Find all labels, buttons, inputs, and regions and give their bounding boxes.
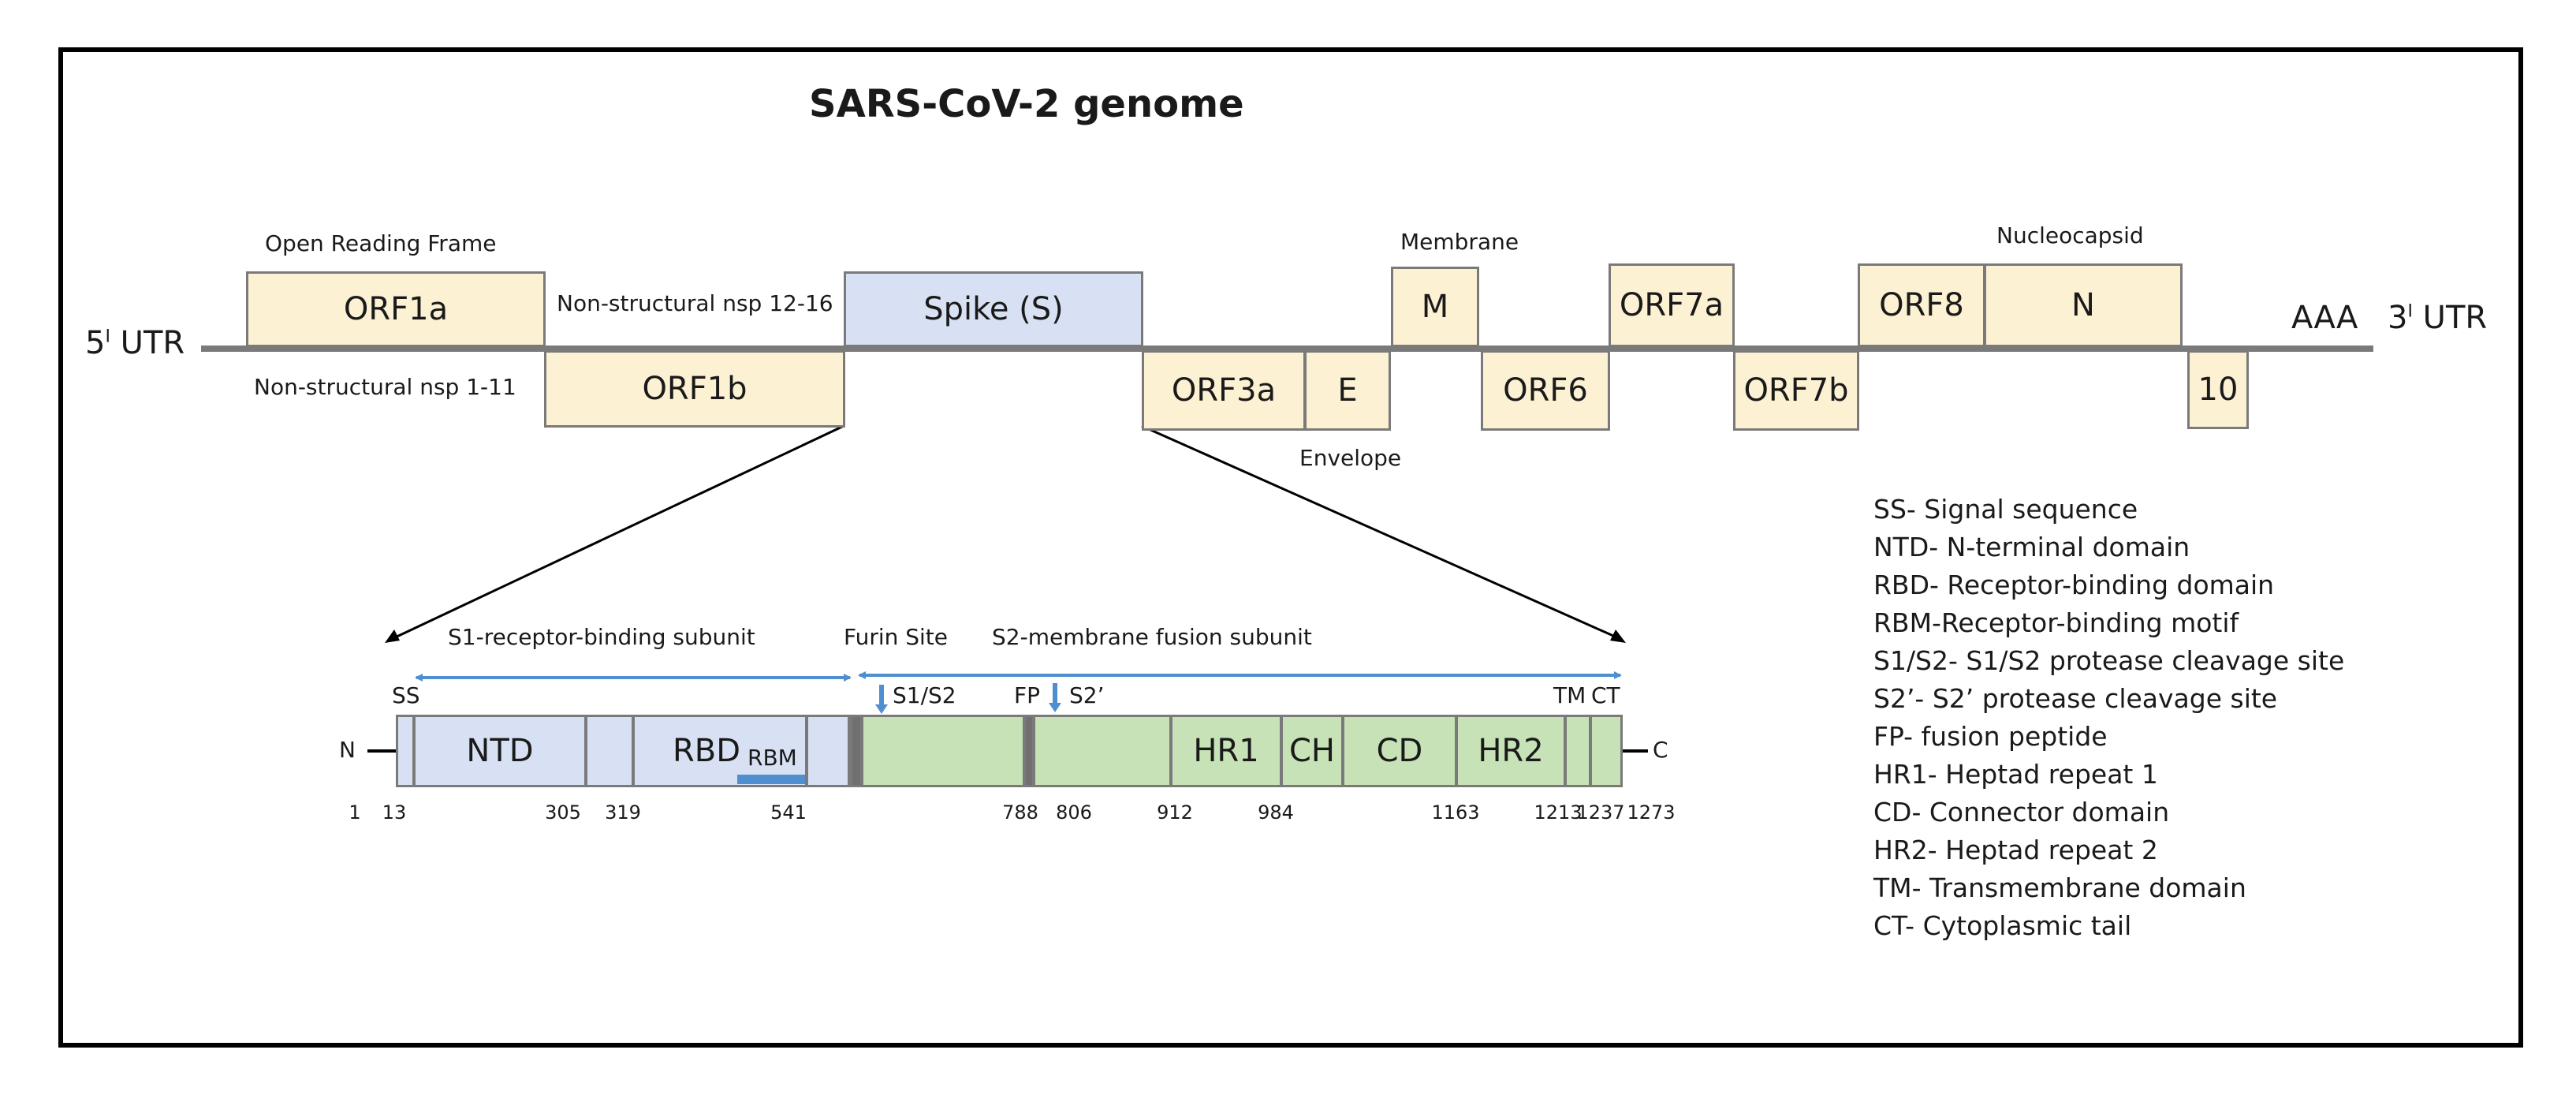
orf3a-box: ORF3a [1142,350,1306,431]
linker-domain [585,715,634,787]
membrane-label: Membrane [1400,229,1519,255]
envelope-label: Envelope [1299,445,1402,471]
position-912: 912 [1157,801,1193,824]
position-788: 788 [1002,801,1038,824]
tm-label: TM [1553,682,1586,708]
nsp-1-11-label: Non-structural nsp 1-11 [254,374,516,400]
ss-label: SS [392,682,420,708]
ch-domain: CH [1281,715,1344,787]
s2-mid-domain [1033,715,1172,787]
legend-item: TM- Transmembrane domain [1873,872,2246,903]
orf1a-box: ORF1a [246,271,546,347]
orf7b-box: ORF7b [1733,350,1859,431]
rbm-label: RBM [747,745,797,771]
hr2-domain: HR2 [1456,715,1566,787]
orf10-box: 10 [2187,350,2249,429]
position-1273: 1273 [1627,801,1676,824]
zoom-arrow-right [1610,629,1626,643]
position-1: 1 [349,801,361,824]
hr1-domain: HR1 [1170,715,1282,787]
position-1213: 1213 [1534,801,1583,824]
legend-item: RBM-Receptor-binding motif [1873,607,2239,638]
legend-item: CD- Connector domain [1873,797,2170,827]
ntd-domain: NTD [413,715,587,787]
fp-label: FP [1014,682,1040,708]
open-reading-frame-label: Open Reading Frame [265,230,497,256]
e-box: E [1304,350,1391,431]
c-terminus-label: C [1653,737,1668,763]
m-box: M [1391,267,1479,347]
zoom-line-left [391,424,844,641]
ct-domain [1590,715,1623,787]
legend-item: HR2- Heptad repeat 2 [1873,835,2158,865]
position-13: 13 [382,801,407,824]
orf6-box: ORF6 [1481,350,1610,431]
rbm-bar [737,775,805,784]
zoom-line-right [1141,424,1621,641]
s2-subunit-label: S2-membrane fusion subunit [992,624,1312,650]
position-305: 305 [545,801,581,824]
tm-domain [1564,715,1591,787]
legend-item: CT- Cytoplasmic tail [1873,910,2132,941]
orf7a-box: ORF7a [1609,263,1735,347]
nucleocapsid-label: Nucleocapsid [1996,222,2144,248]
s1-end-domain [806,715,850,787]
position-1163: 1163 [1431,801,1480,824]
s1s2-arrowhead-icon [875,704,888,714]
legend-item: NTD- N-terminal domain [1873,532,2190,562]
spike-box: Spike (S) [844,271,1143,347]
diagram-title: SARS-CoV-2 genome [809,82,1244,126]
position-319: 319 [605,801,641,824]
s1s2-label: S1/S2 [893,682,956,708]
n-box: N [1984,263,2183,347]
s2prime-arrowhead-icon [1049,703,1061,712]
s2prime-label: S2’ [1069,682,1105,708]
legend-item: SS- Signal sequence [1873,494,2138,525]
cd-domain: CD [1342,715,1457,787]
furin-site-label: Furin Site [844,624,949,650]
orf1b-box: ORF1b [544,350,845,428]
legend-item: HR1- Heptad repeat 1 [1873,759,2158,790]
abbreviation-legend: SS- Signal sequence NTD- N-terminal doma… [1873,491,2344,945]
utr5-label: 5I UTR [85,325,185,361]
polya-label: AAA [2291,300,2358,336]
legend-item: S2’- S2’ protease cleavage site [1873,683,2278,714]
rbd-label: RBD [673,733,741,769]
position-984: 984 [1258,801,1294,824]
n-terminus-label: N [339,737,356,763]
position-1237: 1237 [1576,801,1625,824]
utr3-label: 3I UTR [2388,300,2488,336]
position-541: 541 [770,801,807,824]
nsp-12-16-label: Non-structural nsp 12-16 [557,290,833,316]
s2-start-domain [861,715,1025,787]
orf8-box: ORF8 [1858,263,1985,347]
figure-frame [58,47,2523,1048]
zoom-arrow-left [385,629,400,643]
ss-domain [396,715,415,787]
legend-item: RBD- Receptor-binding domain [1873,570,2275,600]
position-806: 806 [1056,801,1092,824]
s1-subunit-label: S1-receptor-binding subunit [448,624,755,650]
legend-item: S1/S2- S1/S2 protease cleavage site [1873,645,2345,676]
legend-item: FP- fusion peptide [1873,721,2108,752]
ct-label: CT [1591,682,1620,708]
